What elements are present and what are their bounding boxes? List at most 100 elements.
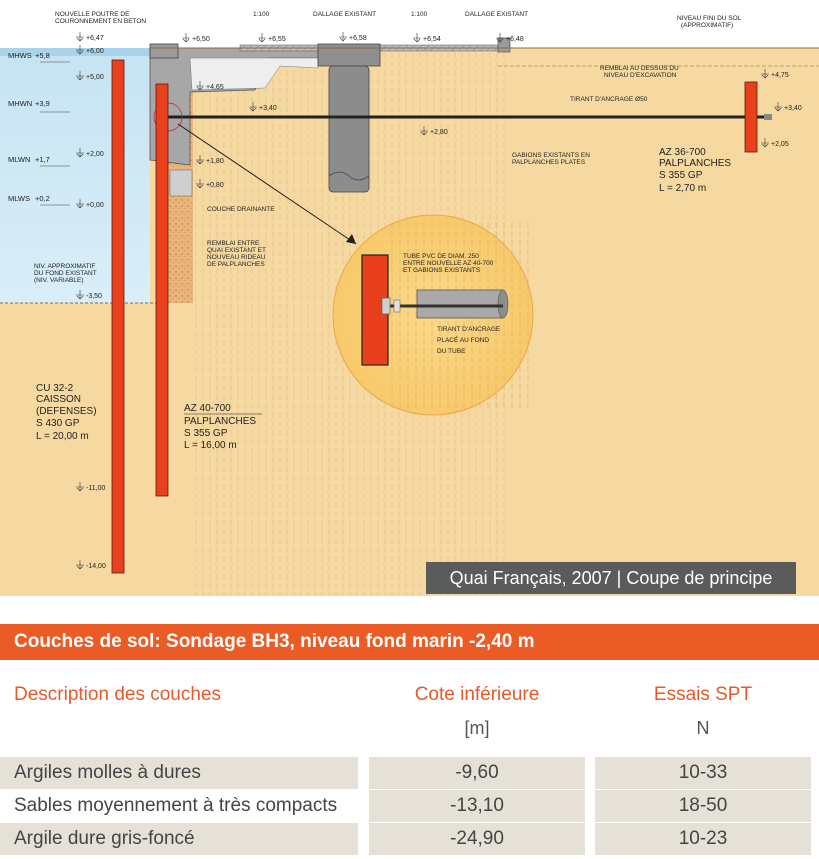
elevation-tick [249,102,257,112]
detail-leader [177,123,357,245]
elev-648: +6,48 [506,36,524,43]
label-niv-fond-1: NIV. APPROXIMATIF [34,263,95,270]
elev-340r: +3,40 [784,105,802,112]
wl-mhws-value: +5,8 [35,51,50,60]
elevation-tick [774,102,782,112]
label-poutre-1: NOUVELLE POUTRE DE [55,11,130,18]
elev-650: +6,50 [192,36,210,43]
caisson-line-1: CU 32-2 [36,383,74,394]
cell-cote: -13,10 [369,790,585,822]
elevation-tick [76,32,84,42]
elev-080: +0,80 [206,182,224,189]
elevation-tick [76,560,84,570]
label-couche: COUCHE DRAINANTE [207,206,275,213]
elev-1400: -14,00 [86,563,106,570]
cell-spt: 10-33 [595,757,811,789]
label-niveau-fini-1: NIVEAU FINI DU SOL [677,15,742,22]
elevation-tick [196,81,204,91]
elevation-tick [76,199,84,209]
wl-mlwn-name: MLWN [8,155,30,164]
elevation-tick [196,179,204,189]
elev-654: +6,54 [423,36,441,43]
unit-cote: [m] [464,718,490,738]
water-top-band [0,48,150,56]
az36-line-4: L = 2,70 m [659,183,706,194]
wl-mhws-name: MHWS [8,51,32,60]
scale-left: 1:100 [253,11,270,18]
drainage-layer [169,169,193,197]
detail-pvc-tube [416,289,504,319]
caisson-line-2: CAISSON [36,394,81,405]
label-tirant-place-2: PLACÉ AU FOND [437,335,489,344]
elevation-tick [76,148,84,158]
column-break [328,171,370,181]
elev-655: +6,55 [268,36,286,43]
label-remblai-entre-4: DE PALPLANCHES [207,261,265,268]
elevation-tick [496,33,504,43]
label-remblai-1: REMBLAI AU DESSUS DU [600,65,679,72]
label-niveau-fini-2: (APPROXIMATIF) [681,22,733,29]
label-niv-fond-2: DU FOND EXISTANT [34,270,97,277]
elev-465: +4,65 [206,84,224,91]
seabed-soil [0,303,150,596]
cell-description: Sables moyennement à très compacts [0,790,358,822]
label-remblai-entre-3: NOUVEAU RIDEAU [207,254,266,261]
cell-cote: -9,60 [369,757,585,789]
label-dallage-1: DALLAGE EXISTANT [313,11,376,18]
elevation-tick [413,33,421,43]
wl-mlws-value: +0,2 [35,194,50,203]
label-dallage-2: DALLAGE EXISTANT [465,11,528,18]
detail-tube-end [497,289,509,319]
cell-description: Argile dure gris-foncé [0,823,358,855]
az40-line-2: PALPLANCHES [184,416,256,427]
elevation-tick [182,33,190,43]
cross-section-drawing: NOUVELLE POUTRE DE COURONNEMENT EN BETON… [0,11,819,596]
label-tube-1: TUBE PVC DE DIAM. 250 [403,253,479,260]
cell-cote: -24,90 [369,823,585,855]
cell-spt: 10-23 [595,823,811,855]
az36-line-3: S 355 GP [659,170,703,181]
new-capping-beam [149,43,179,59]
scale-right: 1:100 [411,11,428,18]
label-remblai-2: NIVEAU D'EXCAVATION [604,72,677,79]
detail-leader-arrow [346,234,356,244]
az36-line-1: AZ 36-700 [659,147,706,158]
caisson-line-5: L = 20,00 m [36,431,89,442]
label-poutre-2: COURONNEMENT EN BETON [55,18,146,25]
label-gabions-2: PALPLANCHES PLATES [512,159,586,166]
water-level-lines [40,61,70,206]
az36-line-2: PALPLANCHES [659,158,731,169]
elevation-tick [420,126,428,136]
table-row: Argile dure gris-foncé -24,90 10-23 [0,823,819,855]
detail-nut [393,299,401,313]
table-row: Argiles molles à dures -9,60 10-33 [0,757,819,789]
header-cote: Cote inférieure [414,684,540,705]
label-tirant-place-1: TIRANT D'ANCRAGE [437,326,501,333]
label-remblai-entre-2: QUAI EXISTANT ET [207,247,266,254]
elevation-tick [76,290,84,300]
elevation-tick [76,45,84,55]
wl-mlwn-value: +1,7 [35,155,50,164]
anchor-plate-right [764,114,772,120]
elev-205: +2,05 [771,141,789,148]
elev-658: +6,58 [349,35,367,42]
figure-caption: Quai Français, 2007 | Coupe de principe [426,562,796,594]
column-cap [317,43,381,67]
caisson-line-3: (DEFENSES) [36,406,97,417]
table-row: Sables moyennement à très compacts -13,1… [0,790,819,822]
elev-350: -3,50 [86,293,102,300]
elevation-tick [339,32,347,42]
elev-500: +5,00 [86,74,104,81]
detail-gabion-lines [391,222,529,410]
elev-647: +6,47 [86,35,104,42]
elevation-tick [76,71,84,81]
az40-line-1: AZ 40-700 [184,403,231,414]
label-tirant: TIRANT D'ANCRAGE Ø50 [570,96,648,103]
label-tirant-place-3: DU TUBE [437,348,466,355]
elevation-tick [196,155,204,165]
label-remblai-entre-1: REMBLAI ENTRE [207,240,260,247]
wl-mlws-name: MLWS [8,194,30,203]
elev-200: +2,00 [86,151,104,158]
water-area [0,48,150,303]
label-tube-3: ET GABIONS EXISTANTS [403,267,481,274]
